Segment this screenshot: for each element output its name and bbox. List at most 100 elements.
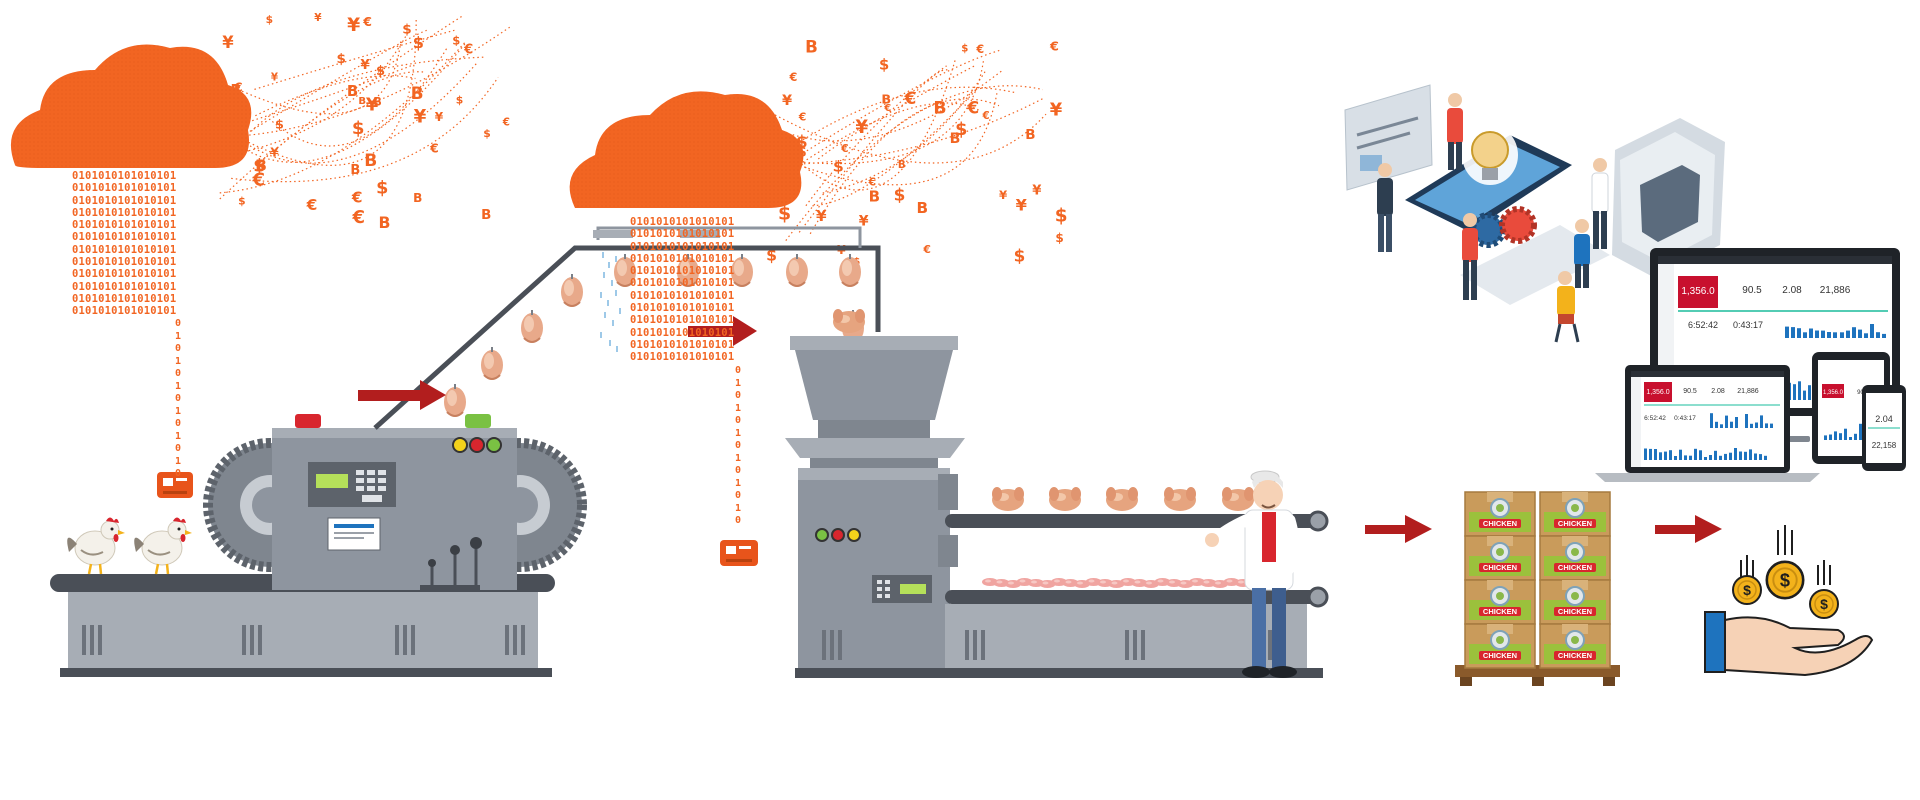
currency-symbol: €	[463, 42, 473, 57]
currency-symbol: €	[982, 110, 990, 122]
box-label: CHICKEN	[1558, 607, 1592, 616]
tablet-kpi-primary: 1,356.0	[1823, 390, 1844, 396]
processing-machine-1	[50, 414, 587, 677]
box-label: CHICKEN	[1558, 519, 1592, 528]
dotted-trail	[227, 62, 478, 164]
currency-symbol: ¥	[999, 188, 1008, 202]
chicken-icon	[992, 487, 1024, 511]
arrow-icon	[1655, 515, 1722, 543]
currency-symbol: ¥	[1016, 196, 1028, 215]
currency-symbol: ¥	[414, 106, 427, 127]
currency-symbol: $	[413, 33, 424, 52]
laptop-kpi-primary: 1,356.0	[1646, 389, 1669, 396]
currency-symbol: ¥	[270, 145, 279, 159]
dotted-trail	[241, 41, 402, 115]
currency-symbol: $	[796, 132, 808, 152]
currency-symbol: B	[933, 99, 946, 119]
currency-symbol: $	[238, 194, 245, 207]
dotted-trail	[817, 65, 976, 160]
currency-symbol: $	[1055, 231, 1063, 245]
dashboard-bar	[1724, 453, 1727, 460]
factory-worker	[1205, 470, 1300, 678]
dashboard-bar	[1684, 455, 1687, 460]
box-label: CHICKEN	[1558, 563, 1592, 572]
box-label: CHICKEN	[1483, 607, 1517, 616]
dashboard-bar	[1815, 330, 1819, 338]
currency-symbol: ¥	[859, 214, 869, 230]
dashboard-bar	[1834, 431, 1837, 440]
flow-arrows	[358, 316, 1722, 543]
currency-symbol: $	[879, 56, 889, 73]
currency-symbol: $	[253, 157, 265, 177]
dashboard-bar	[1846, 330, 1850, 338]
dashboard-bar	[1759, 454, 1762, 460]
currency-symbol: $	[894, 185, 906, 205]
dotted-trail	[231, 77, 499, 183]
currency-symbol: B	[411, 83, 424, 103]
dashboard-bar	[1735, 417, 1738, 428]
currency-symbol: $	[766, 246, 777, 264]
gear-icon	[1499, 206, 1537, 244]
currency-symbol: $	[456, 94, 464, 107]
chicken-icon	[1049, 487, 1081, 511]
currency-symbol: B	[358, 96, 366, 107]
chicken-box: CHICKEN	[1464, 535, 1536, 581]
dashboard-bar	[1654, 449, 1657, 460]
processed-meat	[982, 578, 1263, 588]
dashboard-bar	[1849, 437, 1852, 440]
dashboard-bar	[1882, 333, 1886, 338]
hand-icon	[1704, 611, 1874, 677]
laptop-kpi: 6:52:42	[1644, 415, 1666, 422]
dashboard-bar	[1854, 433, 1857, 440]
currency-symbol: B	[950, 131, 961, 147]
binary-data-column-1: 0 1 0 1 0 1 0 1 0 1 0 1 0	[174, 318, 182, 479]
phone-kpi: 22,158	[1872, 441, 1897, 450]
dashboard-bar	[1827, 332, 1831, 338]
dashboard-bar	[1859, 423, 1862, 440]
dashboard-bar	[1704, 457, 1707, 460]
currency-symbol: $	[833, 158, 844, 176]
dashboard-bar	[1709, 455, 1712, 460]
currency-symbol: €	[868, 176, 877, 189]
currency-symbol: €	[883, 103, 891, 114]
dotted-trail	[255, 75, 416, 117]
chicken-box: CHICKEN	[1464, 579, 1536, 625]
currency-symbol: €	[352, 207, 366, 228]
currency-symbol: ¥	[782, 93, 792, 109]
currency-symbol: €	[904, 89, 917, 109]
dashboard-bar	[1729, 452, 1732, 460]
cloud-icon	[10, 44, 252, 168]
dotted-trail	[822, 71, 986, 194]
currency-trails	[214, 16, 1047, 241]
dotted-trail	[247, 64, 414, 123]
dotted-trail	[241, 29, 427, 137]
cloud-icon	[569, 91, 804, 208]
currency-symbol: $	[452, 33, 460, 47]
dashboard-bar	[1840, 332, 1844, 338]
connected-team-illustration	[1344, 84, 1725, 343]
currency-symbol: ¥	[360, 57, 370, 73]
dashboard-bar	[1715, 421, 1718, 428]
currency-symbol: B	[255, 157, 267, 175]
currency-symbol: B	[350, 163, 360, 178]
dashboard-bar	[1770, 423, 1773, 428]
currency-symbol: ¥	[347, 15, 360, 36]
currency-symbol: B	[481, 208, 491, 223]
wash-spray	[600, 252, 621, 352]
currency-symbol: B	[1025, 127, 1035, 143]
currency-symbol: ¥	[1032, 184, 1042, 199]
currency-symbol: ¥	[816, 207, 827, 225]
dashboard-bar	[1765, 423, 1768, 428]
dotted-trail	[219, 41, 467, 194]
dashboard-bar	[1791, 327, 1795, 338]
dashboard-bar	[1679, 449, 1682, 460]
dashboard-bar	[1852, 327, 1856, 338]
chicken-icon	[1106, 487, 1138, 511]
currency-symbol: ¥	[366, 95, 379, 116]
dashboard-bar	[1760, 415, 1763, 428]
monitor-kpi: 2.08	[1782, 285, 1802, 296]
chicken-icon	[480, 346, 504, 381]
box-label: CHICKEN	[1483, 519, 1517, 528]
coin-icon	[1732, 575, 1762, 605]
dotted-trail	[774, 113, 1047, 164]
